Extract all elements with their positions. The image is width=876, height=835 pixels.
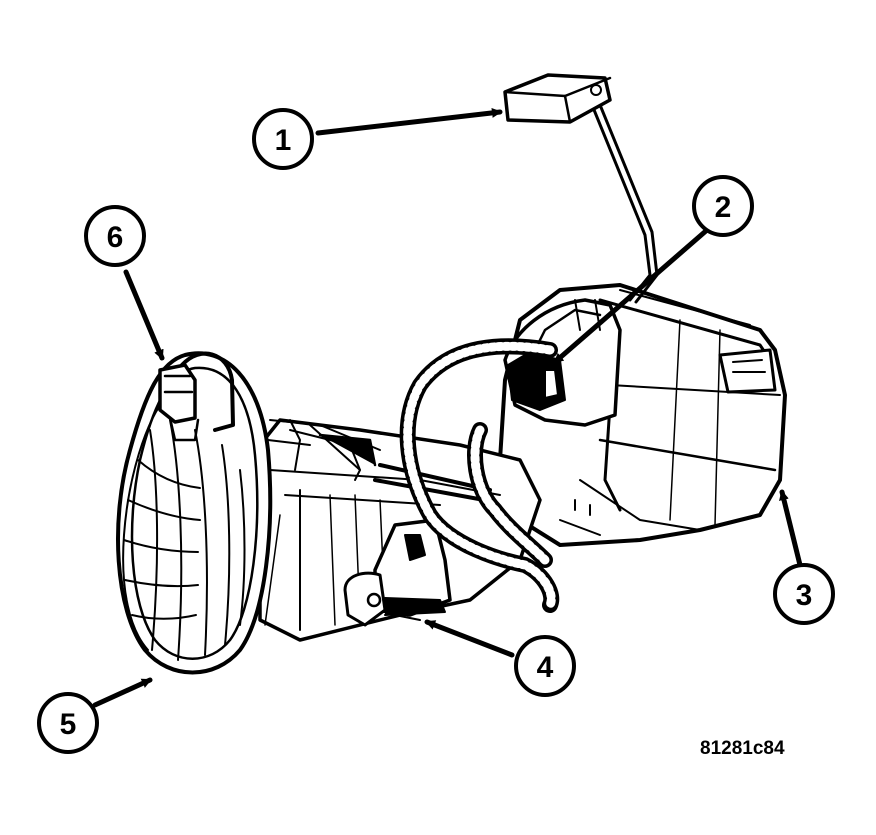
callout-6: 6 xyxy=(84,205,146,267)
fuel-level-float xyxy=(503,73,612,124)
callout-4-label: 4 xyxy=(537,651,554,684)
leader-4 xyxy=(424,619,515,658)
wiring-harness xyxy=(399,338,560,613)
leader-1 xyxy=(315,107,503,136)
callout-1-label: 1 xyxy=(275,124,292,157)
support-bracket xyxy=(267,419,381,451)
strainer-mesh xyxy=(123,419,246,661)
callout-4: 4 xyxy=(514,635,576,697)
callout-3: 3 xyxy=(773,563,835,625)
leader-3 xyxy=(779,489,803,568)
fuel-pressure-regulator xyxy=(343,518,452,627)
callout-3-label: 3 xyxy=(796,579,813,612)
callout-1: 1 xyxy=(252,108,314,170)
leader-2 xyxy=(552,227,710,365)
callout-5-label: 5 xyxy=(60,708,77,741)
leader-5 xyxy=(92,677,153,708)
callout-2: 2 xyxy=(692,175,754,237)
leader-6 xyxy=(123,269,165,361)
callout-leaders xyxy=(92,107,803,708)
callout-5: 5 xyxy=(37,692,99,754)
float-arm-rod xyxy=(588,98,652,302)
callout-6-label: 6 xyxy=(107,221,124,254)
fuel-supply-fitting xyxy=(158,351,235,442)
callout-2-label: 2 xyxy=(715,191,732,224)
fuel-pump-module-illustration xyxy=(116,73,787,675)
figure-code: 81281c84 xyxy=(700,738,785,759)
